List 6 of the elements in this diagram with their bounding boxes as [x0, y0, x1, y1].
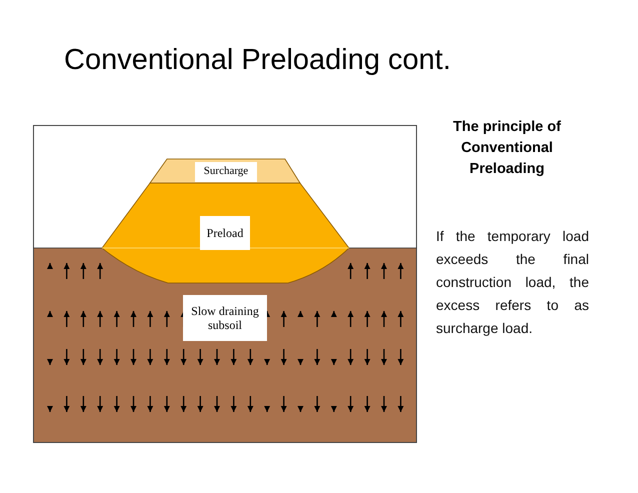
slide-title: Conventional Preloading cont.	[64, 44, 451, 77]
explanation-paragraph: If the temporary load exceeds the final construction load, the excess refers to as surcharge load.	[436, 227, 589, 338]
layer-label: Slow draining subsoil	[183, 295, 267, 341]
layer-label: Surcharge	[195, 162, 257, 182]
layer-label: Preload	[200, 216, 250, 250]
side-heading: The principle of Conventional Preloading	[452, 118, 562, 179]
